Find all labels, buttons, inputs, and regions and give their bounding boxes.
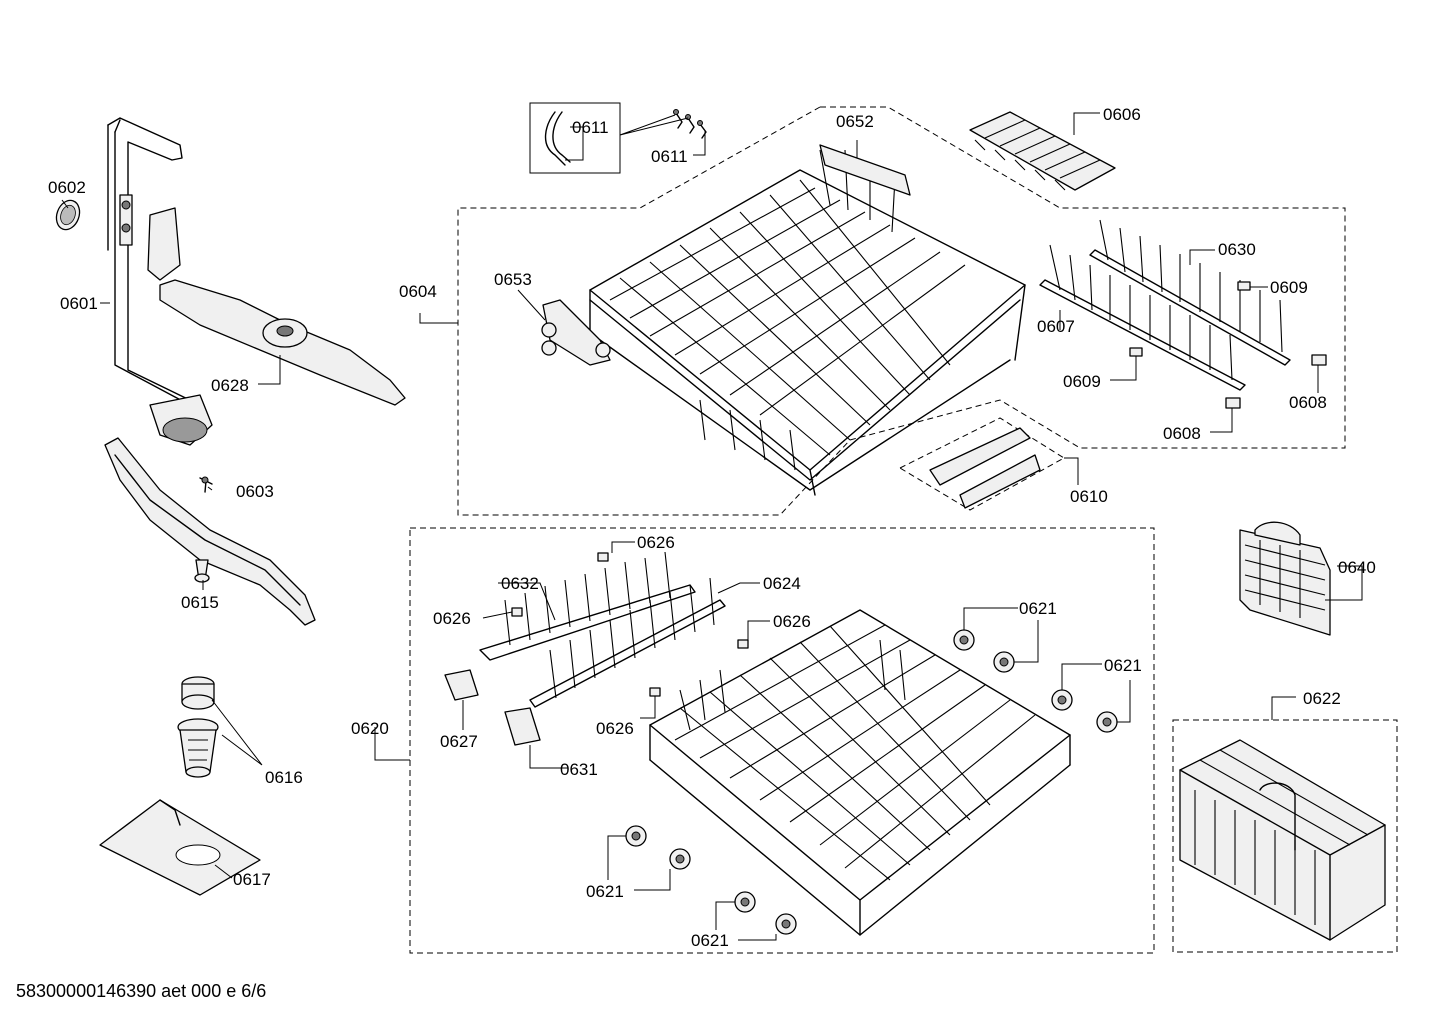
diagram-footer-code: 58300000146390 aet 000 e 6/6: [16, 981, 266, 1001]
label-0604: 0604: [399, 282, 437, 301]
label-0606: 0606: [1103, 105, 1141, 124]
label-0609-right: 0609: [1270, 278, 1308, 297]
label-0622: 0622: [1303, 689, 1341, 708]
lower-spray-arm-0615: [104, 437, 316, 626]
cutlery-basket-group-outline: [1172, 719, 1398, 953]
label-0632: 0632: [501, 574, 539, 593]
fine-filter-plate-0617: [99, 799, 261, 896]
filter-0616: [177, 676, 219, 778]
cup-shelf-0606: [969, 111, 1116, 191]
label-0626-left: 0626: [433, 609, 471, 628]
label-0626-right: 0626: [773, 612, 811, 631]
label-0653: 0653: [494, 270, 532, 289]
label-0620: 0620: [351, 719, 389, 738]
label-0628: 0628: [211, 376, 249, 395]
wheels-0621: [625, 629, 1118, 935]
label-0615: 0615: [181, 593, 219, 612]
cutlery-basket-0622: [1179, 739, 1386, 941]
label-0624: 0624: [763, 574, 801, 593]
small-clips-0608-0609: [1129, 281, 1327, 409]
tine-row-0624: [529, 577, 726, 708]
label-0631: 0631: [560, 760, 598, 779]
handle-0610: [929, 427, 1041, 509]
clips-0611: [544, 109, 707, 166]
label-0621-c: 0621: [586, 882, 624, 901]
filter-insert-0640: [1239, 521, 1331, 636]
label-0610: 0610: [1070, 487, 1108, 506]
label-0621-b: 0621: [1104, 656, 1142, 675]
label-0621-d: 0621: [691, 931, 729, 950]
label-0608-left: 0608: [1163, 424, 1201, 443]
label-0616: 0616: [265, 768, 303, 787]
label-0630: 0630: [1218, 240, 1256, 259]
label-0640: 0640: [1338, 558, 1376, 577]
label-0621-a: 0621: [1019, 599, 1057, 618]
rack-adjuster-0653: [541, 299, 611, 366]
handle-group-outline: [899, 417, 1065, 511]
label-0611-detail: 0611: [572, 118, 609, 137]
label-0602: 0602: [48, 178, 86, 197]
clip-detail-box: [529, 102, 621, 174]
small-clips-0626: [511, 552, 749, 697]
label-0601: 0601: [60, 294, 98, 313]
part-labels: 0602 0601 0628 0603 0615 0616 0617 0604 …: [48, 105, 1376, 950]
label-0609-left: 0609: [1063, 372, 1101, 391]
group-outlines: [409, 102, 1398, 954]
label-0626-bottom: 0626: [596, 719, 634, 738]
tine-row-0632: [479, 551, 696, 661]
lower-rack-group-outline: [409, 527, 1155, 954]
label-0617: 0617: [233, 870, 271, 889]
feed-pipe-0601: [107, 117, 201, 406]
tine-row-0630: [1089, 219, 1291, 366]
label-0611: 0611: [651, 147, 688, 166]
vent-cap-0602: [55, 199, 81, 231]
label-0626-top: 0626: [637, 533, 675, 552]
label-0608-right: 0608: [1289, 393, 1327, 412]
label-0603: 0603: [236, 482, 274, 501]
leader-lines: [61, 112, 1363, 941]
hinge-0631: [504, 707, 541, 746]
hinge-0627: [444, 669, 479, 701]
label-0652: 0652: [836, 112, 874, 131]
upper-spray-arm-0628: [147, 207, 406, 446]
upper-rack-group-outline: [457, 106, 1346, 516]
upper-rack-basket: [589, 144, 1026, 496]
label-0627: 0627: [440, 732, 478, 751]
tine-row-0607: [1039, 244, 1246, 391]
lower-rack-basket: [649, 609, 1071, 936]
label-0607: 0607: [1037, 317, 1075, 336]
screw-0603: [199, 476, 213, 493]
